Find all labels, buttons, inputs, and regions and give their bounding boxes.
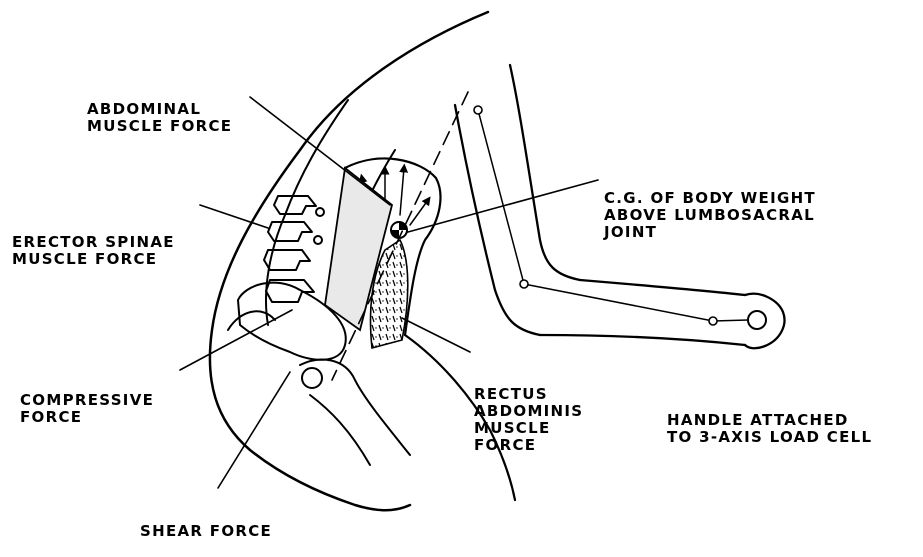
cg-marker	[391, 222, 407, 238]
handle-grip	[748, 311, 766, 329]
hip-joint	[302, 368, 322, 388]
forearm-outline-top	[580, 280, 745, 295]
arm-upper-outline-front	[455, 105, 540, 335]
hand-outline	[745, 294, 784, 349]
label-shear-force: SHEAR FORCE	[140, 489, 272, 557]
forearm-outline-bottom	[540, 335, 745, 345]
femur-lower	[310, 395, 370, 465]
arm-upper-outline-back	[510, 65, 580, 280]
